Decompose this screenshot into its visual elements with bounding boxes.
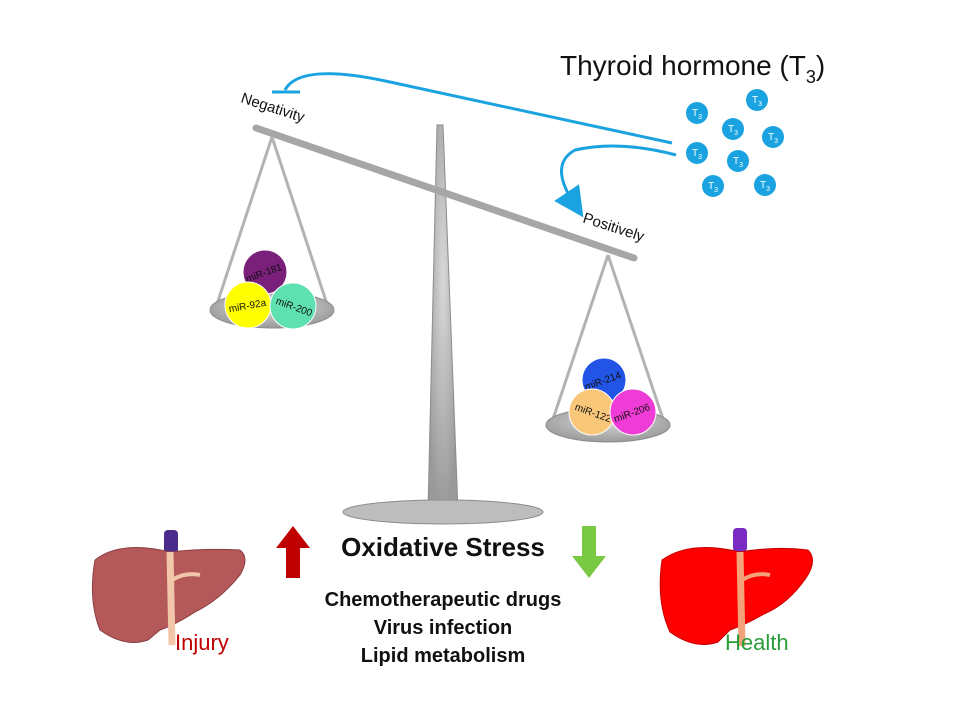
t3-label: T3 xyxy=(728,124,738,137)
bile-duct-branch xyxy=(170,572,201,582)
t3-label: T3 xyxy=(733,156,743,169)
t3-molecule: T3 xyxy=(746,89,768,111)
liver-label-health: Health xyxy=(725,630,789,655)
liver-label-injury: Injury xyxy=(175,630,229,655)
scale-beam xyxy=(252,124,638,262)
vessel-icon xyxy=(733,528,747,552)
liver-injury: Injury xyxy=(91,530,246,655)
scale-base xyxy=(342,499,544,525)
left-pan-string xyxy=(214,136,274,308)
bile-duct-icon xyxy=(736,551,746,647)
mirna-ball xyxy=(609,388,657,436)
t3-label: T3 xyxy=(768,132,778,145)
t3-label: T3 xyxy=(708,181,718,194)
t3-label: T3 xyxy=(692,108,702,121)
inhibition-arrow xyxy=(283,72,673,145)
bile-duct-icon xyxy=(166,551,176,646)
t3-circle xyxy=(754,174,776,196)
oxidative-item: Lipid metabolism xyxy=(361,645,525,667)
title: Thyroid hormone (T3) xyxy=(560,50,825,87)
vessel-icon xyxy=(164,530,178,554)
t3-molecule: T3 xyxy=(686,102,708,124)
t3-label: T3 xyxy=(760,180,770,193)
t3-circle xyxy=(746,89,768,111)
liver-health: Health xyxy=(659,528,813,655)
t3-molecule: T3 xyxy=(727,150,749,172)
beam-label-negativity: Negativity xyxy=(239,90,307,127)
t3-circle xyxy=(762,126,784,148)
liver-health-shape xyxy=(659,547,813,645)
t3-circle xyxy=(702,175,724,197)
t3-molecule: T3 xyxy=(754,174,776,196)
right-pan-string xyxy=(606,254,666,423)
mirna-ball xyxy=(269,282,317,330)
activation-arrow xyxy=(554,144,677,218)
t3-molecule: T3 xyxy=(702,175,724,197)
left-pan-string xyxy=(270,136,330,308)
t3-circle xyxy=(686,102,708,124)
oxidative-item: Chemotherapeutic drugs xyxy=(325,589,562,611)
t3-circle xyxy=(722,118,744,140)
t3-molecule: T3 xyxy=(686,142,708,164)
up-arrow xyxy=(276,526,310,578)
oxidative-item: Virus infection xyxy=(374,617,513,639)
t3-label: T3 xyxy=(752,95,762,108)
down-arrow xyxy=(572,526,606,578)
right-pan-string xyxy=(550,254,610,423)
oxidative-stress-title: Oxidative Stress xyxy=(341,532,545,562)
t3-molecule: T3 xyxy=(762,126,784,148)
t3-circle xyxy=(686,142,708,164)
t3-label: T3 xyxy=(692,148,702,161)
bile-duct-branch xyxy=(740,572,771,582)
t3-molecule: T3 xyxy=(722,118,744,140)
scale-pole xyxy=(427,124,459,511)
t3-circle xyxy=(727,150,749,172)
